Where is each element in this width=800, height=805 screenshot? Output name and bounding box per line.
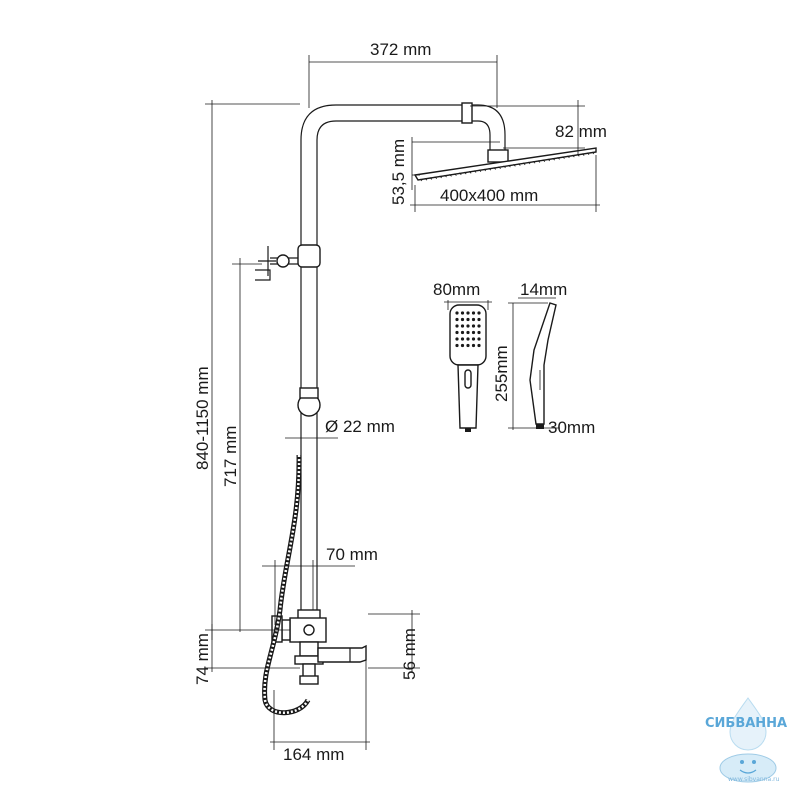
nozzle-mark <box>493 167 496 170</box>
nozzle-mark <box>463 171 467 175</box>
hand-nozzle <box>466 324 470 328</box>
nozzle-mark <box>547 158 551 162</box>
hand-nozzle <box>466 317 470 322</box>
label-spout-offset: 70 mm <box>326 545 378 564</box>
top-slider <box>255 244 321 281</box>
nozzle-mark <box>429 177 433 180</box>
hand-shower-front <box>444 300 492 432</box>
hand-nozzle <box>466 343 470 348</box>
logo-name: СИБВАННА <box>705 716 787 731</box>
hand-nozzle <box>471 324 476 328</box>
shower-head <box>413 147 597 182</box>
nozzle-mark <box>434 176 438 179</box>
hand-nozzle <box>455 317 459 322</box>
nozzle-mark <box>419 178 423 182</box>
label-head-size: 400x400 mm <box>440 186 538 205</box>
hand-nozzle <box>460 317 465 322</box>
hand-nozzle <box>477 343 481 348</box>
label-hand-width: 80mm <box>433 280 480 299</box>
label-pipe-diameter: Ø 22 mm <box>325 417 395 436</box>
nozzle-mark <box>518 163 521 166</box>
hand-nozzle <box>455 343 459 348</box>
hand-nozzle <box>455 311 459 315</box>
label-hand-thickness: 14mm <box>520 280 567 299</box>
hand-nozzle <box>460 311 465 315</box>
nozzle-mark <box>454 173 457 176</box>
nozzle-mark <box>552 157 555 161</box>
label-hand-base: 30mm <box>548 418 595 437</box>
nozzle-mark <box>473 170 477 173</box>
nozzle-mark <box>444 174 447 178</box>
label-total-height: 840-1150 mm <box>193 366 212 470</box>
hand-nozzle <box>477 330 481 335</box>
hand-nozzle <box>477 317 481 322</box>
hand-nozzle <box>455 324 459 328</box>
nozzle-mark <box>449 174 452 177</box>
label-head-height: 53,5 mm <box>389 139 408 205</box>
nozzle-mark <box>576 154 580 157</box>
hand-nozzle <box>471 317 476 322</box>
nozzle-mark <box>498 166 501 169</box>
nozzle-mark <box>439 175 442 179</box>
dimension-lines <box>205 55 600 750</box>
logo-url: www.sibvanna.ru <box>728 776 780 783</box>
nozzle-mark <box>532 160 536 164</box>
hand-nozzle <box>460 343 465 348</box>
hand-nozzle <box>477 324 481 328</box>
label-spout-height: 56 mm <box>400 628 419 680</box>
hand-nozzle <box>466 337 470 341</box>
hand-nozzle <box>455 330 459 335</box>
label-slide-height: 717 mm <box>221 426 240 487</box>
nozzle-mark <box>483 168 487 172</box>
hand-shower-nozzles <box>455 311 481 348</box>
label-head-offset: 82 mm <box>555 122 607 141</box>
hand-nozzle <box>466 330 470 335</box>
hand-shower-holder <box>297 387 321 417</box>
nozzle-mark <box>567 155 570 159</box>
hand-nozzle <box>477 311 481 315</box>
hand-nozzle <box>466 311 470 315</box>
hand-nozzle <box>471 343 476 348</box>
nozzle-mark <box>508 164 511 168</box>
nozzle-mark <box>557 157 560 160</box>
mixer-body <box>271 609 367 685</box>
hand-nozzle <box>471 330 476 335</box>
nozzle-mark <box>527 161 531 165</box>
hand-nozzle <box>455 337 459 341</box>
riser-pipe <box>300 102 506 610</box>
nozzle-mark <box>586 152 590 156</box>
hand-nozzle <box>460 324 465 328</box>
label-hand-length: 255mm <box>492 345 511 402</box>
label-arm-length: 372 mm <box>370 40 431 59</box>
nozzle-mark <box>503 165 506 169</box>
label-spout-length: 164 mm <box>283 745 344 764</box>
hand-nozzle <box>477 337 481 341</box>
nozzle-mark <box>478 169 482 173</box>
nozzle-mark <box>488 167 492 171</box>
nozzle-mark <box>468 171 472 174</box>
nozzle-mark <box>581 153 585 156</box>
shower-hose <box>262 454 311 716</box>
nozzle-mark <box>537 160 541 163</box>
shower-head-nozzles <box>419 151 595 182</box>
nozzle-mark <box>591 151 595 155</box>
nozzle-mark <box>562 156 565 159</box>
nozzle-mark <box>459 172 462 176</box>
label-mixer-height: 74 mm <box>193 633 212 685</box>
hand-nozzle <box>460 330 465 335</box>
nozzle-mark <box>513 164 516 167</box>
brand-logo: СИБВАННА www.sibvanna.ru <box>705 697 787 783</box>
hand-shower-side <box>508 297 560 430</box>
nozzle-mark <box>424 177 428 181</box>
nozzle-mark <box>542 159 546 162</box>
nozzle-mark <box>522 162 526 166</box>
nozzle-mark <box>572 154 575 158</box>
hand-nozzle <box>460 337 465 341</box>
hand-nozzle <box>471 311 476 315</box>
hand-nozzle <box>471 337 476 341</box>
